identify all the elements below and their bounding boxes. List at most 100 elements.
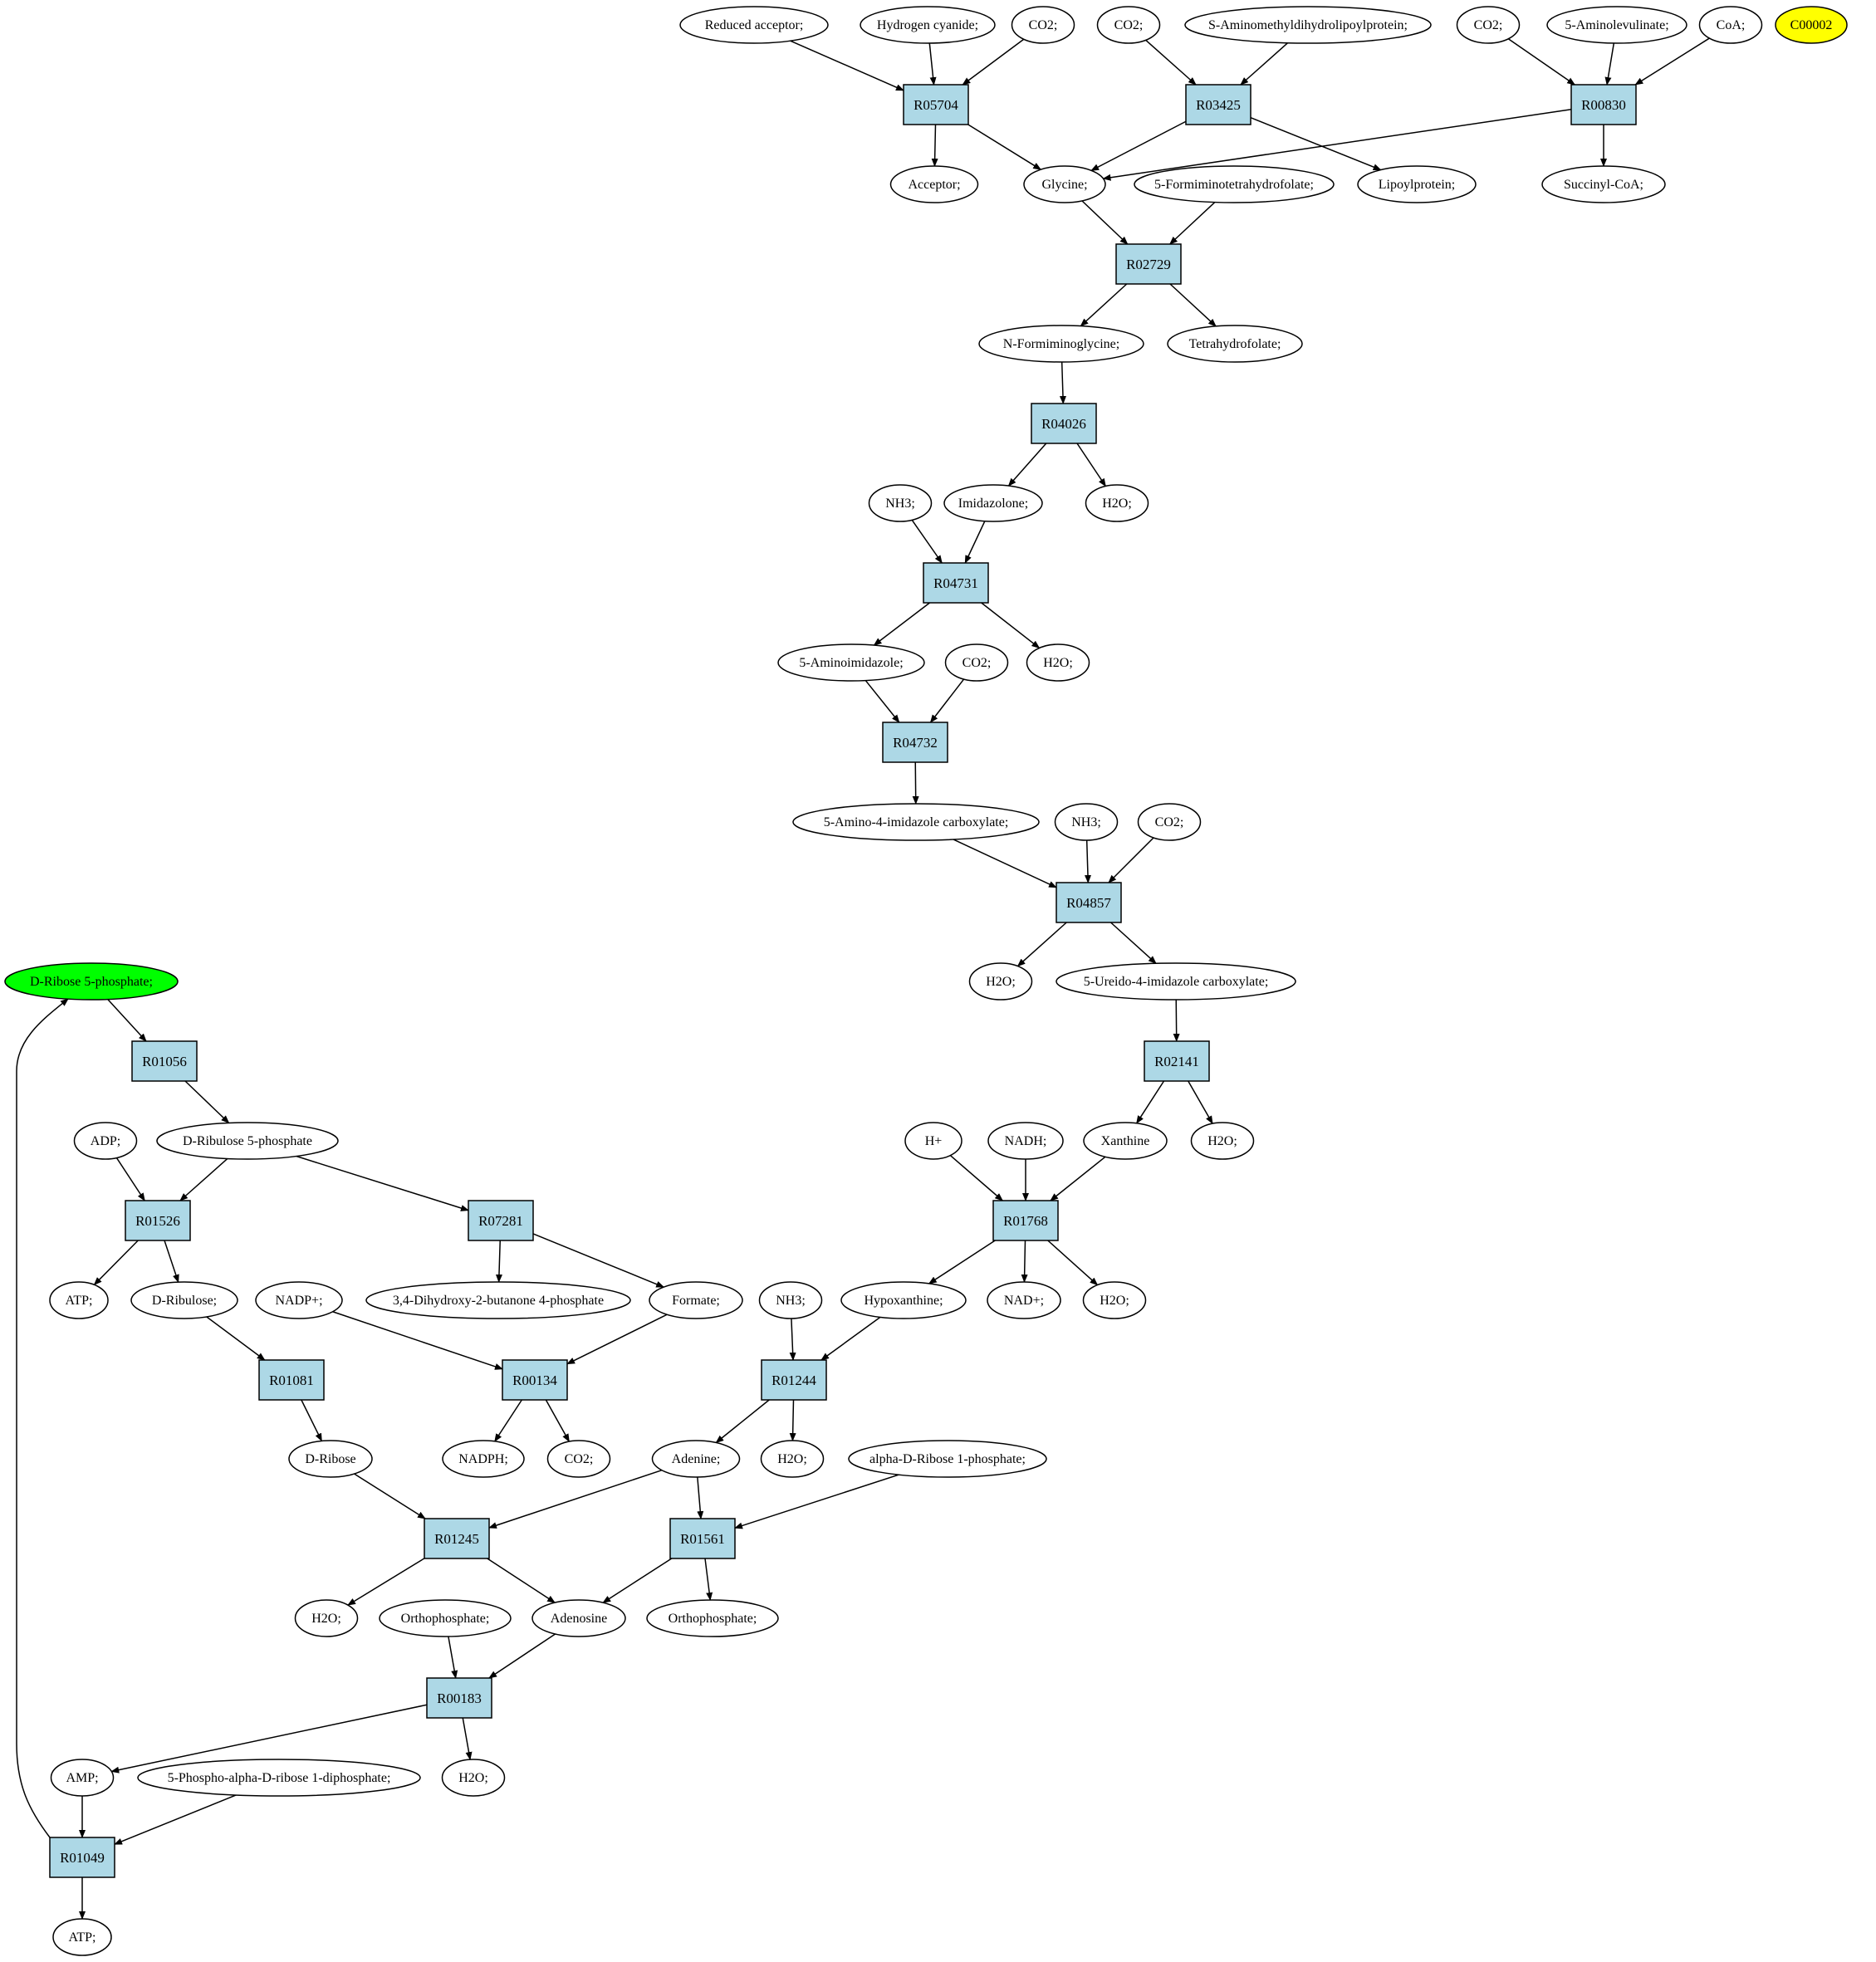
reaction-label: R02141 bbox=[1154, 1054, 1199, 1069]
metabolite-node: 5-Amino-4-imidazole carboxylate; bbox=[792, 803, 1040, 841]
metabolite-label: 5-Ureido-4-imidazole carboxylate; bbox=[1084, 975, 1269, 989]
edge-R04732-to-5a4ic bbox=[912, 761, 919, 805]
metabolite-label: H2O; bbox=[1100, 1294, 1129, 1308]
reaction-node-r00134: R00134 bbox=[502, 1359, 568, 1401]
reaction-node-r01056: R01056 bbox=[131, 1040, 198, 1082]
metabolite-ellipse bbox=[649, 1281, 743, 1319]
metabolite-label: CO2; bbox=[1155, 815, 1184, 829]
edge-R00183-to-amp bbox=[110, 1704, 428, 1774]
edge-5u4ic-to-R02141 bbox=[1173, 999, 1180, 1042]
metabolite-label: Imidazolone; bbox=[958, 497, 1028, 511]
metabolite-label: D-Ribulose 5-phosphate bbox=[183, 1134, 312, 1148]
metabolite-node: CO2; bbox=[944, 643, 1009, 682]
edge-adenine-to-R01245 bbox=[488, 1469, 663, 1529]
metabolite-node: S-Aminomethyldihydrolipoylprotein; bbox=[1184, 6, 1432, 44]
metabolite-label: Adenine; bbox=[672, 1452, 721, 1466]
metabolite-node: alpha-D-Ribose 1-phosphate; bbox=[848, 1440, 1047, 1478]
metabolite-label: Reduced acceptor; bbox=[705, 18, 804, 32]
metabolite-ellipse bbox=[1137, 803, 1202, 841]
target-metabolite-ellipse bbox=[1775, 6, 1848, 44]
metabolite-label: Hypoxanthine; bbox=[864, 1294, 943, 1308]
metabolite-node: CO2; bbox=[1011, 6, 1075, 44]
reaction-node-r04857: R04857 bbox=[1056, 882, 1122, 923]
metabolite-node: CoA; bbox=[1698, 6, 1763, 44]
edge-R00134-to-co2_6 bbox=[545, 1399, 570, 1442]
edge-imidazolone-to-R04731 bbox=[964, 521, 986, 564]
edge-R05704-to-glycine bbox=[967, 124, 1042, 170]
edge-ribose-to-R01245 bbox=[354, 1473, 426, 1519]
reaction-node-r01049: R01049 bbox=[49, 1837, 115, 1878]
edge-co2_1-to-R05704 bbox=[962, 38, 1025, 86]
metabolite-node: Adenosine bbox=[531, 1599, 626, 1637]
edge-nh3_3-to-R01244 bbox=[789, 1318, 796, 1361]
metabolite-ellipse bbox=[646, 1599, 779, 1637]
metabolite-ellipse bbox=[294, 1599, 359, 1637]
metabolite-ellipse bbox=[546, 1440, 611, 1478]
reaction-box bbox=[1031, 403, 1097, 444]
metabolite-ellipse bbox=[130, 1281, 238, 1319]
metabolite-label: Glycine; bbox=[1041, 178, 1087, 192]
metabolite-node: 5-Aminoimidazole; bbox=[777, 643, 925, 682]
metabolite-label: ATP; bbox=[69, 1930, 96, 1945]
metabolite-node: CO2; bbox=[546, 1440, 611, 1478]
metabolite-ellipse bbox=[1184, 6, 1432, 44]
metabolite-node: H2O; bbox=[441, 1759, 506, 1797]
metabolite-ellipse bbox=[1054, 803, 1119, 841]
edge-glycine-to-R02729 bbox=[1081, 200, 1129, 245]
metabolite-label: CO2; bbox=[962, 656, 992, 670]
edge-adenosine-to-R00183 bbox=[488, 1633, 556, 1679]
metabolite-node: NADP+; bbox=[255, 1281, 343, 1319]
metabolite-ellipse bbox=[531, 1599, 626, 1637]
metabolite-label: NH3; bbox=[885, 497, 915, 511]
metabolite-ellipse bbox=[1190, 1122, 1255, 1160]
reaction-node-r03425: R03425 bbox=[1185, 84, 1251, 125]
metabolite-label: 5-Phospho-alpha-D-ribose 1-diphosphate; bbox=[168, 1771, 391, 1785]
metabolite-node: NH3; bbox=[1054, 803, 1119, 841]
edge-R07281-to-dhbp bbox=[495, 1240, 502, 1283]
metabolite-label: H2O; bbox=[458, 1771, 488, 1785]
metabolite-ellipse bbox=[365, 1281, 631, 1319]
metabolite-label: H2O; bbox=[1102, 497, 1132, 511]
reaction-box bbox=[1144, 1040, 1210, 1082]
metabolite-node: Acceptor; bbox=[889, 165, 979, 203]
metabolite-ellipse bbox=[1134, 165, 1335, 203]
metabolite-label: CO2; bbox=[1114, 18, 1144, 32]
reaction-node-r04732: R04732 bbox=[882, 722, 948, 763]
metabolite-label: 5-Amino-4-imidazole carboxylate; bbox=[824, 815, 1009, 829]
metabolite-ellipse bbox=[792, 803, 1040, 841]
metabolite-node: NH3; bbox=[758, 1281, 823, 1319]
metabolite-ellipse bbox=[968, 962, 1033, 1001]
reaction-box bbox=[125, 1200, 191, 1241]
reaction-box bbox=[502, 1359, 568, 1401]
metabolite-label: ADP; bbox=[91, 1134, 120, 1148]
edge-R01056-to-ru5p bbox=[184, 1080, 230, 1124]
metabolite-ellipse bbox=[943, 484, 1043, 522]
metabolite-node: Lipoylprotein; bbox=[1357, 165, 1477, 203]
reaction-label: R00830 bbox=[1581, 97, 1626, 113]
metabolite-label: H2O; bbox=[986, 975, 1016, 989]
metabolite-node: NH3; bbox=[868, 484, 933, 522]
metabolite-node: ADP; bbox=[73, 1122, 138, 1160]
reaction-label: R01056 bbox=[142, 1054, 187, 1069]
metabolite-label: CoA; bbox=[1717, 18, 1746, 32]
metabolite-label: Tetrahydrofolate; bbox=[1189, 337, 1281, 351]
metabolite-ellipse bbox=[840, 1281, 967, 1319]
metabolite-node: H2O; bbox=[294, 1599, 359, 1637]
metabolite-node: Formate; bbox=[649, 1281, 743, 1319]
metabolite-ellipse bbox=[1082, 1281, 1147, 1319]
metabolite-node: 5-Ureido-4-imidazole carboxylate; bbox=[1056, 962, 1296, 1001]
reaction-node-r00183: R00183 bbox=[426, 1677, 492, 1719]
metabolite-node: H2O; bbox=[1085, 484, 1149, 522]
reaction-box bbox=[669, 1518, 736, 1559]
metabolite-node: H2O; bbox=[1026, 643, 1090, 682]
metabolite-node: H2O; bbox=[1082, 1281, 1147, 1319]
metabolite-ellipse bbox=[651, 1440, 741, 1478]
metabolite-node: 5-Aminolevulinate; bbox=[1546, 6, 1687, 44]
metabolite-label: CO2; bbox=[565, 1452, 594, 1466]
metabolite-label: CO2; bbox=[1029, 18, 1058, 32]
reaction-box bbox=[992, 1200, 1059, 1241]
metabolite-node: D-Ribulose 5-phosphate bbox=[156, 1122, 339, 1160]
metabolite-node: 5-Formiminotetrahydrofolate; bbox=[1134, 165, 1335, 203]
metabolite-ellipse bbox=[978, 325, 1144, 363]
